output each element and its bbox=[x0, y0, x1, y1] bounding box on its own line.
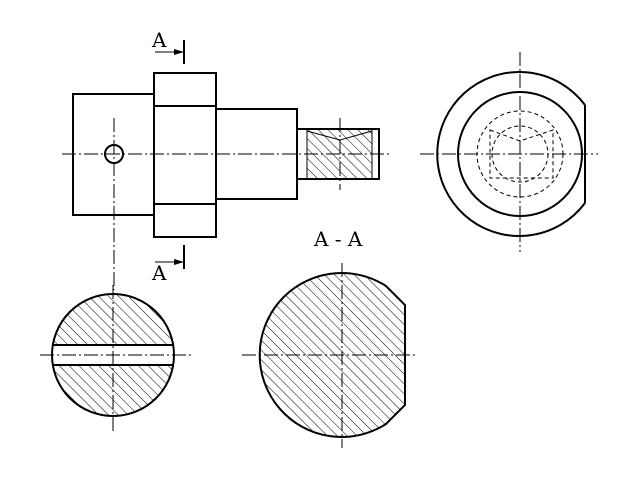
section-label-top: A bbox=[151, 28, 167, 52]
slot-section-view bbox=[40, 285, 193, 432]
front-view bbox=[62, 72, 392, 290]
section-label-bottom: A bbox=[151, 261, 167, 285]
section-arrowhead-bottom bbox=[174, 259, 184, 265]
section-marker-top: A bbox=[151, 28, 185, 64]
side-view bbox=[420, 52, 598, 252]
collar-block bbox=[153, 72, 217, 238]
section-marker-bottom: A bbox=[151, 245, 185, 285]
section-aa-view: A - A bbox=[242, 227, 418, 448]
section-arrowhead-top bbox=[174, 49, 184, 55]
section-aa-outline bbox=[258, 272, 406, 438]
side-hidden-square bbox=[489, 129, 554, 179]
section-aa-title: A - A bbox=[313, 227, 363, 251]
